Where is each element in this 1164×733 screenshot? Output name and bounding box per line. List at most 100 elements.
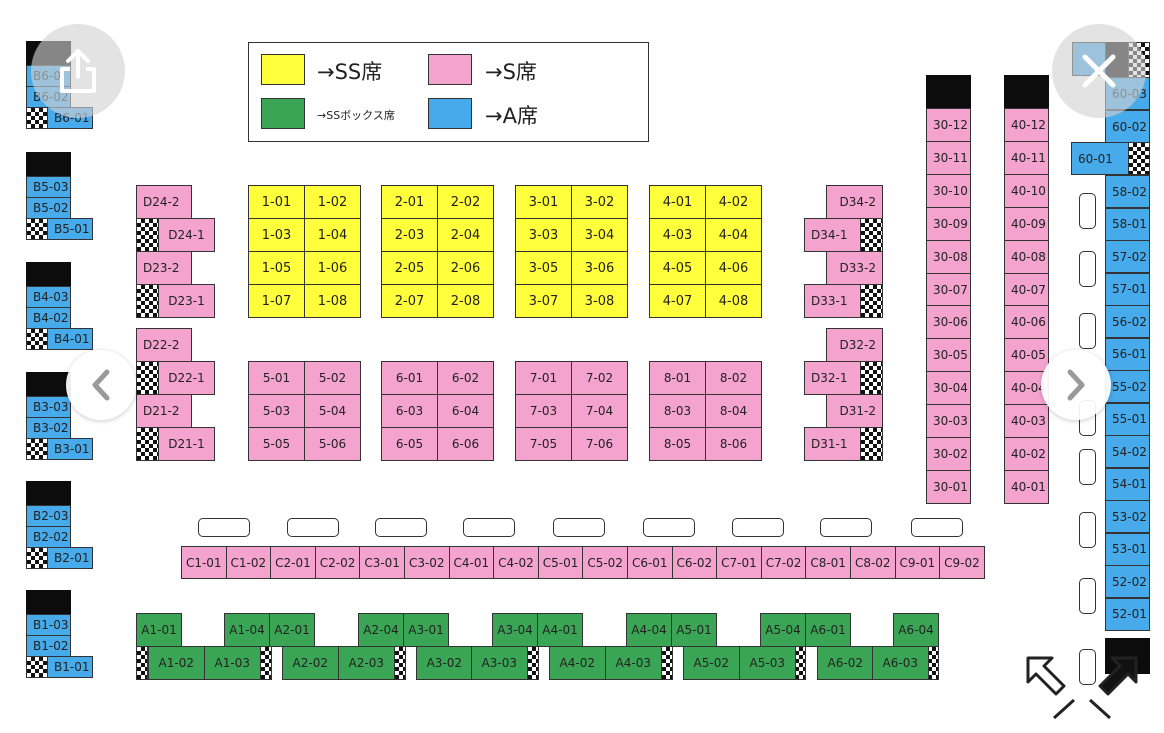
seat[interactable]: 3-01 (515, 185, 572, 219)
seat[interactable]: B4-02 (26, 307, 71, 329)
seat[interactable]: 7-03 (515, 394, 572, 428)
seat[interactable]: B1-03 (26, 614, 71, 636)
seat[interactable]: 30-05 (926, 338, 971, 373)
seat[interactable]: 3-04 (571, 218, 628, 252)
seat[interactable]: D22-2 (136, 328, 192, 362)
seat[interactable]: B1-02 (26, 635, 71, 657)
seat[interactable]: 2-02 (437, 185, 494, 219)
seat[interactable]: A3-04 (492, 613, 538, 647)
seat[interactable]: D23-2 (136, 251, 192, 285)
seat[interactable]: 3-02 (571, 185, 628, 219)
seat[interactable]: 30-09 (926, 206, 971, 241)
seat[interactable]: 2-04 (437, 218, 494, 252)
seat[interactable]: 30-06 (926, 305, 971, 340)
seat[interactable]: 40-10 (1004, 173, 1049, 208)
seat[interactable]: 56-02 (1105, 305, 1150, 338)
seat[interactable]: A6-02 (817, 646, 874, 680)
seat[interactable]: A2-04 (358, 613, 404, 647)
seat[interactable]: 7-04 (571, 394, 628, 428)
seat[interactable]: 7-05 (515, 427, 572, 461)
seat[interactable]: C2-02 (314, 546, 361, 579)
seat[interactable]: 1-03 (248, 218, 305, 252)
seat[interactable]: 5-02 (304, 361, 361, 395)
seat[interactable]: 53-01 (1105, 532, 1150, 566)
seat[interactable]: 8-05 (649, 427, 706, 461)
seat[interactable]: 4-01 (649, 185, 706, 219)
seat[interactable]: A6-01 (805, 613, 851, 647)
seat[interactable]: 8-03 (649, 394, 706, 428)
seat[interactable]: C7-02 (760, 546, 807, 579)
seat[interactable]: A1-04 (224, 613, 270, 647)
seat[interactable]: A5-04 (760, 613, 806, 647)
seat[interactable]: B3-03 (26, 396, 71, 418)
seat[interactable]: 30-03 (926, 404, 971, 439)
seat[interactable]: B2-03 (26, 505, 71, 527)
seat[interactable]: 5-04 (304, 394, 361, 428)
seat[interactable]: 6-06 (437, 427, 494, 461)
seat[interactable]: 8-01 (649, 361, 706, 395)
seat[interactable]: C8-01 (805, 546, 851, 579)
seat[interactable]: 53-02 (1105, 500, 1150, 533)
seat[interactable]: D33-2 (826, 251, 883, 285)
seat[interactable]: 30-12 (926, 108, 971, 142)
seat[interactable]: A6-04 (893, 613, 939, 647)
seat[interactable]: C1-01 (181, 546, 227, 579)
seat[interactable]: 3-03 (515, 218, 572, 252)
seat[interactable]: B2-01 (47, 547, 93, 569)
seat[interactable]: D23-1 (158, 284, 215, 318)
seat[interactable]: B5-03 (26, 176, 71, 198)
seat[interactable]: 1-04 (304, 218, 361, 252)
seat[interactable]: C8-02 (850, 546, 896, 579)
seat[interactable]: D21-2 (136, 394, 192, 428)
seat[interactable]: C5-02 (582, 546, 628, 579)
expand-icon[interactable] (1024, 648, 1142, 733)
seat[interactable]: C1-02 (225, 546, 272, 579)
seat[interactable]: 6-05 (381, 427, 438, 461)
seat[interactable]: 1-02 (304, 185, 361, 219)
seat[interactable]: 4-02 (705, 185, 762, 219)
seat[interactable]: 56-01 (1105, 337, 1150, 371)
seat[interactable]: 55-01 (1105, 402, 1150, 436)
seat[interactable]: 54-02 (1105, 435, 1150, 468)
seat[interactable]: 57-02 (1105, 240, 1150, 273)
seat[interactable]: 30-08 (926, 239, 971, 274)
seat[interactable]: A3-03 (471, 646, 528, 680)
seat[interactable]: 2-07 (381, 284, 438, 318)
seat[interactable]: 4-07 (649, 284, 706, 318)
seat[interactable]: 5-03 (248, 394, 305, 428)
seat[interactable]: 6-01 (381, 361, 438, 395)
seat[interactable]: C4-02 (493, 546, 539, 579)
seat[interactable]: D32-2 (826, 328, 883, 362)
seat[interactable]: 7-01 (515, 361, 572, 395)
seat[interactable]: 40-07 (1004, 272, 1049, 307)
seat[interactable]: 40-08 (1004, 239, 1049, 274)
seat[interactable]: 8-04 (705, 394, 762, 428)
seat[interactable]: 7-06 (571, 427, 628, 461)
seat[interactable]: A5-01 (671, 613, 717, 647)
seat[interactable]: B5-02 (26, 197, 71, 219)
seat[interactable]: 40-05 (1004, 338, 1049, 373)
seat[interactable]: 30-04 (926, 371, 971, 406)
seat[interactable]: A1-01 (136, 613, 182, 647)
seat[interactable]: B1-01 (47, 656, 93, 678)
seat[interactable]: A2-01 (269, 613, 315, 647)
seat[interactable]: B5-01 (47, 218, 93, 240)
seat[interactable]: A5-02 (683, 646, 740, 680)
seat[interactable]: 6-04 (437, 394, 494, 428)
seat[interactable]: C9-01 (894, 546, 941, 579)
seat[interactable]: C7-01 (716, 546, 762, 579)
seat[interactable]: 40-01 (1004, 469, 1049, 504)
share-button[interactable] (31, 24, 125, 118)
seat[interactable]: 4-04 (705, 218, 762, 252)
seat[interactable]: 1-01 (248, 185, 305, 219)
seat[interactable]: 1-07 (248, 284, 305, 318)
seat[interactable]: 1-05 (248, 251, 305, 285)
seat[interactable]: A3-01 (403, 613, 449, 647)
seat[interactable]: 3-08 (571, 284, 628, 318)
seat[interactable]: 52-02 (1105, 565, 1150, 598)
seat[interactable]: 5-05 (248, 427, 305, 461)
seat[interactable]: A1-03 (204, 646, 261, 680)
seat[interactable]: A4-03 (605, 646, 662, 680)
seat[interactable]: 6-03 (381, 394, 438, 428)
seat[interactable]: D31-1 (804, 427, 861, 461)
